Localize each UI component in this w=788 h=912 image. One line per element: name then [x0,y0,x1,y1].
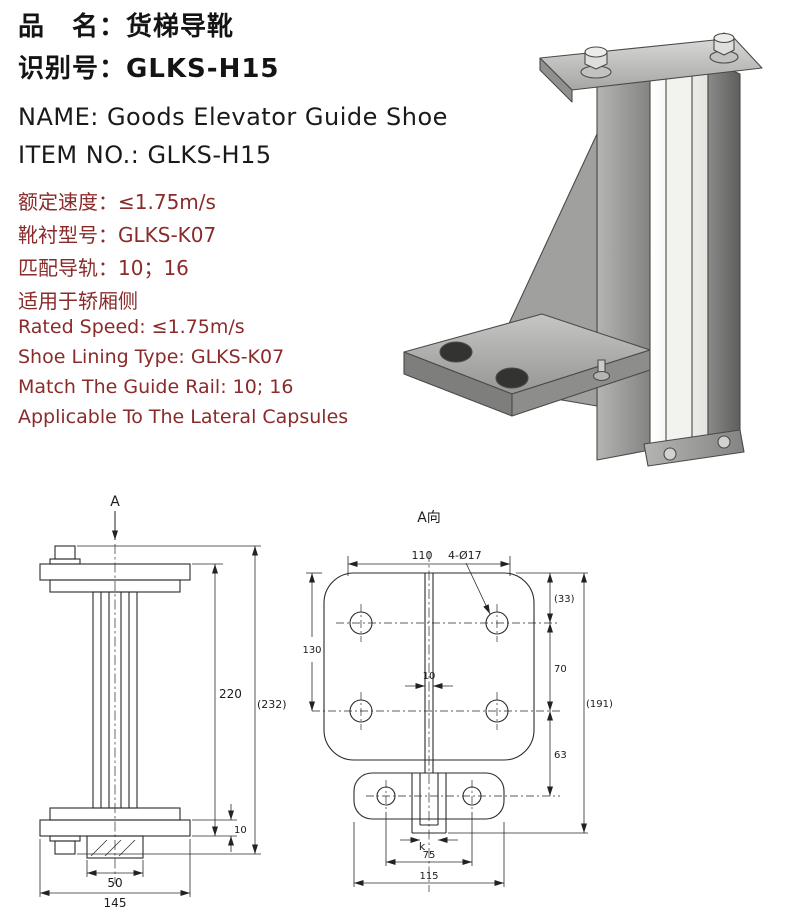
section-view-marker: A [110,494,120,540]
top-view-dimensions: 110 4-Ø17 (33) 70 63 (191) 130 [302,549,613,887]
dim-lower-offset: 63 [554,750,567,761]
spec-lining-type-en: Shoe Lining Type: GLKS-K07 [18,346,285,368]
dim-overall-height: (191) [586,699,613,710]
base-hole [495,367,529,389]
dim-height: 220 [219,687,242,701]
dim-slot-holes: 75 [423,850,436,861]
specs-english: Rated Speed: ≤1.75m/s Shoe Lining Type: … [18,312,348,432]
dim-bottom-width: 115 [419,871,438,882]
product-name-cn: 品 名：货梯导靴 [18,12,235,42]
spec-guide-rail-cn: 匹配导轨：10；16 [18,256,189,280]
dim-holes: 4-Ø17 [448,549,482,562]
dim-rib-width: 10 [423,671,436,682]
top-view-title: A向 [417,510,441,526]
spec-rated-speed-en: Rated Speed: ≤1.75m/s [18,316,245,338]
spec-rated-speed-cn: 额定速度：≤1.75m/s [18,190,216,214]
dim-flange-width: 145 [104,896,127,910]
base-hole [439,341,473,363]
side-view-geometry [39,545,191,859]
spec-application-cn: 适用于轿厢侧 [18,289,138,313]
product-item-en: ITEM NO.: GLKS-H15 [18,141,272,169]
dim-left-height: 130 [302,645,321,656]
specs-chinese: 额定速度：≤1.75m/s 靴衬型号：GLKS-K07 匹配导轨：10；16 适… [18,186,216,318]
drawing-top-view: A向 [302,510,613,892]
dim-inner-width: 50 [107,876,122,890]
dim-top-width: 110 [412,549,433,562]
spec-guide-rail-en: Match The Guide Rail: 10; 16 [18,376,294,398]
header-block: 品 名：货梯导靴 识别号：GLKS-H15 NAME: Goods Elevat… [18,6,448,174]
drawing-side-view: A 220 [39,494,287,910]
section-label-a: A [110,494,120,510]
product-photo [403,32,763,467]
dim-hole-rows: 70 [554,664,567,675]
spec-application-en: Applicable To The Lateral Capsules [18,406,349,428]
product-id-cn: 识别号：GLKS-H15 [18,54,280,84]
guide-shoe-body [403,32,763,467]
dim-edge-offset: (33) [554,594,575,605]
top-view-centerlines [312,604,560,812]
dim-overall-height: (232) [257,698,287,711]
side-view-dimensions: 220 (232) 10 50 145 [39,545,287,910]
dim-slot: k [419,840,426,853]
dim-plate-thickness: 10 [234,825,247,836]
spec-lining-type-cn: 靴衬型号：GLKS-K07 [18,223,217,247]
product-name-en: NAME: Goods Elevator Guide Shoe [18,103,448,131]
